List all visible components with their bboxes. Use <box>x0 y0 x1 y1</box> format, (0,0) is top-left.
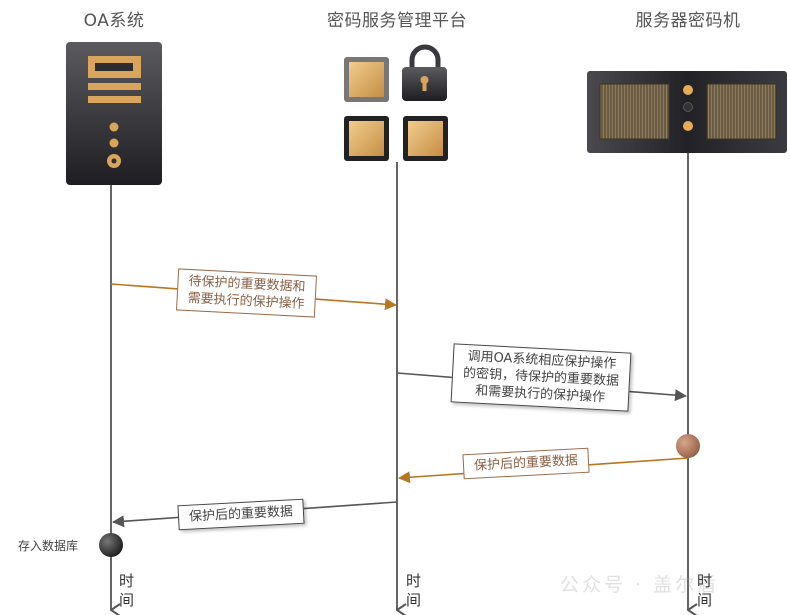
lock-icon <box>402 44 447 101</box>
server-tower-icon <box>66 42 162 185</box>
time-char: 时 <box>697 572 713 590</box>
store-db-label: 存入数据库 <box>18 539 79 553</box>
time-char: 时 <box>119 572 135 590</box>
hsm-process-dot <box>676 434 700 458</box>
time-char: 间 <box>697 591 713 609</box>
time-char: 时 <box>406 572 422 590</box>
hsm-device-icon <box>587 71 787 153</box>
label-line: 保护后的重要数据 <box>473 453 579 474</box>
time-label-oa: 时 间 <box>119 572 137 610</box>
time-label-platform: 时 间 <box>406 572 424 610</box>
participant-title-hsm: 服务器密码机 <box>635 11 741 31</box>
label-line: 保护后的重要数据 <box>188 504 294 525</box>
time-label-hsm: 时 间 <box>697 572 715 610</box>
message-label-2: 调用OA系统相应保护操作 的密钥，待保护的重要数据 和需要执行的保护操作 <box>450 343 632 412</box>
message-label-1: 待保护的重要数据和 需要执行的保护操作 <box>175 268 318 318</box>
participant-title-platform: 密码服务管理平台 <box>327 11 467 31</box>
crypto-platform-icon <box>344 44 448 161</box>
time-char: 间 <box>406 591 422 609</box>
watermark: 公众号 · 盖尔盾 <box>560 574 720 596</box>
participant-title-oa: OA系统 <box>83 11 145 31</box>
store-db-dot <box>99 533 123 557</box>
time-char: 间 <box>119 591 135 609</box>
